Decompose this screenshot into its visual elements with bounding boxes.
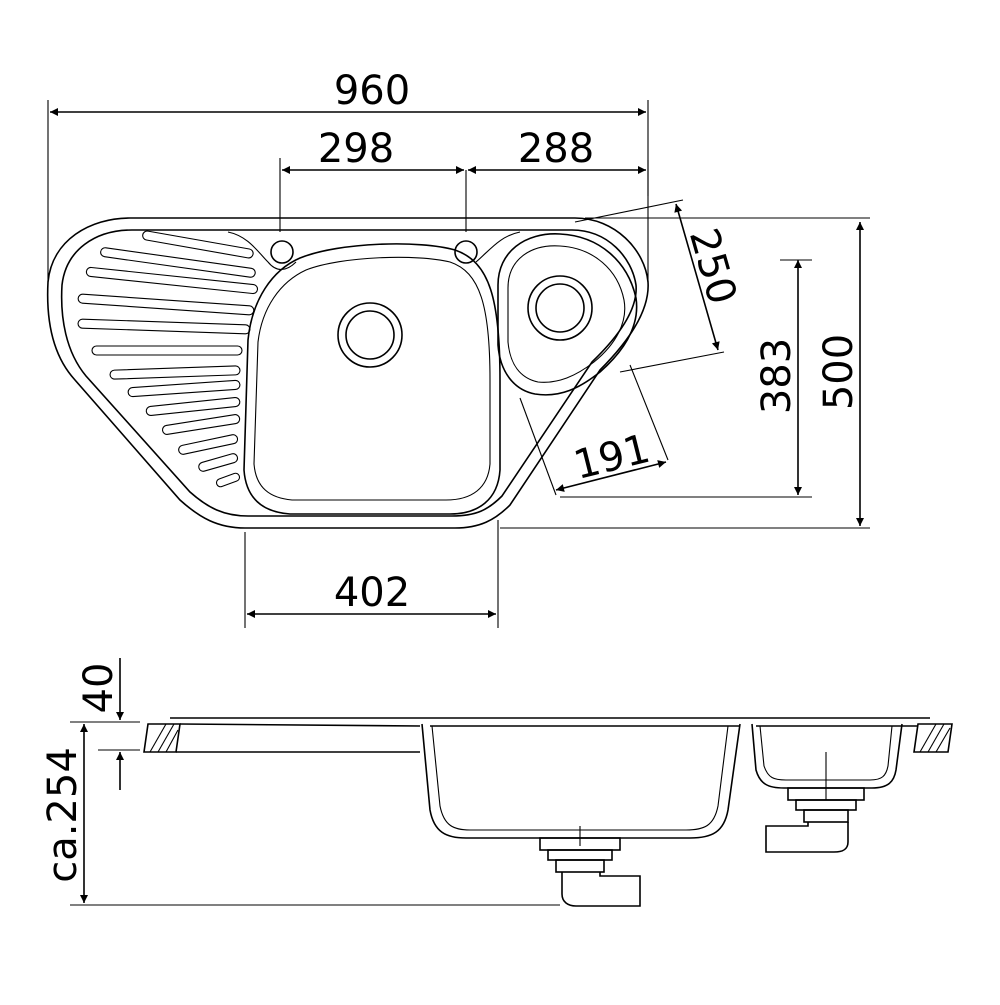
main-waste-fitting xyxy=(539,837,641,907)
drainboard-grooves xyxy=(77,230,259,488)
sink-inner-rim xyxy=(60,229,637,517)
extension-lines xyxy=(47,100,870,628)
dim-label-298: 298 xyxy=(318,126,394,172)
small-bowl-outer xyxy=(497,233,638,396)
dim-line-191 xyxy=(555,460,667,492)
main-drain-outer xyxy=(337,302,403,368)
dim-label-500: 500 xyxy=(816,334,862,410)
worktop-left xyxy=(143,723,181,753)
sink-rim-profile xyxy=(170,717,930,753)
small-drain-outer xyxy=(527,275,593,341)
dim-label-40: 40 xyxy=(76,663,122,714)
small-drain-inner xyxy=(535,283,585,333)
dim-label-402: 402 xyxy=(334,570,410,616)
dim-label-254: ca.254 xyxy=(40,747,86,883)
dim-line-250 xyxy=(674,203,720,351)
rim-contour-left xyxy=(227,231,297,271)
sink-outer-rim xyxy=(46,217,649,529)
dim-label-960: 960 xyxy=(334,68,410,114)
dim-label-191: 191 xyxy=(569,426,654,489)
main-drain-inner xyxy=(345,310,395,360)
main-bowl-section xyxy=(421,723,741,839)
small-waste-fitting xyxy=(765,787,865,853)
small-bowl-inner xyxy=(507,245,626,383)
side-view: 40 ca.254 xyxy=(40,658,953,907)
dim-label-288: 288 xyxy=(518,126,594,172)
top-view: 960 298 288 402 500 383 250 191 xyxy=(46,68,870,628)
tap-hole-right xyxy=(454,240,478,264)
worktop-right xyxy=(913,723,953,753)
tap-hole-left xyxy=(270,240,294,264)
rim-contour-right xyxy=(475,231,521,263)
main-bowl-inner xyxy=(253,256,491,501)
dimension-lines xyxy=(50,108,864,618)
main-bowl-outer xyxy=(243,243,501,515)
dim-label-383: 383 xyxy=(754,338,800,414)
dim-label-250: 250 xyxy=(680,223,745,309)
